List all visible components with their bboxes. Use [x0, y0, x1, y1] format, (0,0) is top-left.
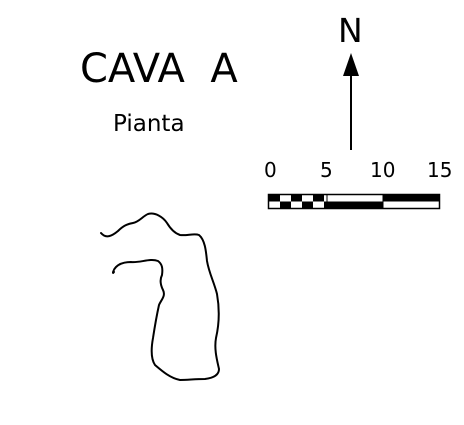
scale-segment-10-15	[383, 195, 439, 202]
cave-outline	[100, 212, 220, 381]
scale-bar	[267, 193, 441, 210]
north-label: N	[338, 11, 363, 50]
north-arrow	[343, 53, 359, 150]
scale-label-5: 5	[320, 158, 333, 182]
scale-label-10: 10	[370, 158, 396, 182]
scale-segment	[280, 201, 291, 208]
north-arrow-head	[343, 53, 359, 76]
scale-segment	[324, 201, 327, 208]
scale-segment	[291, 195, 302, 202]
map-subtitle: Pianta	[113, 111, 185, 137]
scale-segment-5-10	[327, 201, 383, 208]
scale-label-0: 0	[264, 158, 277, 182]
scale-segment	[302, 201, 313, 208]
scale-label-15: 15	[427, 158, 453, 182]
scale-segment	[313, 195, 324, 202]
scale-segment	[269, 195, 280, 202]
map-title: CAVA A	[80, 46, 238, 92]
